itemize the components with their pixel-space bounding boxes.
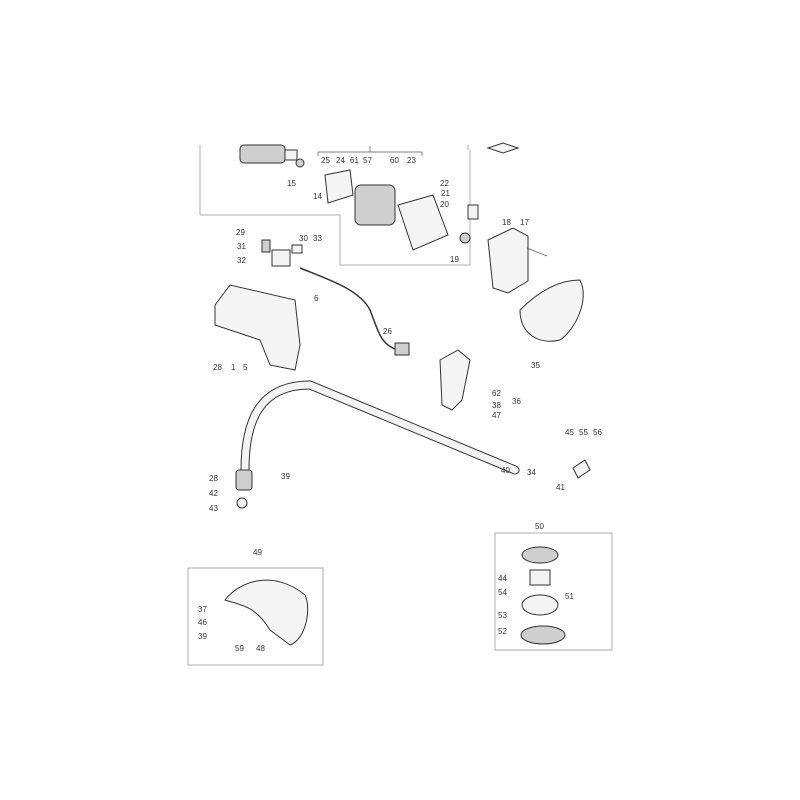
part-label-32: 32 — [237, 256, 246, 265]
part-label-55: 55 — [579, 428, 588, 437]
drive-shaft-fill — [241, 381, 519, 474]
stator-part — [354, 184, 396, 226]
part-label-60: 60 — [390, 156, 399, 165]
part-label-21: 21 — [441, 189, 450, 198]
armature-part — [239, 144, 305, 168]
part-label-20: 20 — [440, 200, 449, 209]
part-label-39: 39 — [281, 472, 290, 481]
part-label-17: 17 — [520, 218, 529, 227]
part-label-25: 25 — [321, 156, 330, 165]
part-label-28: 28 — [209, 474, 218, 483]
part-label-57: 57 — [363, 156, 372, 165]
part-label-29: 29 — [236, 228, 245, 237]
part-label-6: 6 — [314, 294, 319, 303]
part-label-14: 14 — [313, 192, 322, 201]
part-label-36: 36 — [512, 397, 521, 406]
clamp-part — [572, 459, 591, 479]
motor-cover-part — [487, 227, 529, 294]
part-label-51: 51 — [565, 592, 574, 601]
part-label-46: 46 — [198, 618, 207, 627]
part-label-41: 41 — [556, 483, 565, 492]
part-label-62: 62 — [492, 389, 501, 398]
end-shield-part — [324, 169, 354, 204]
part-label-54: 54 — [498, 588, 507, 597]
part-label-26: 26 — [383, 327, 392, 336]
part-label-30: 30 — [299, 234, 308, 243]
part-label-45: 45 — [565, 428, 574, 437]
part-label-61: 61 — [350, 156, 359, 165]
part-label-40: 40 — [501, 466, 510, 475]
part-label-48: 48 — [256, 644, 265, 653]
handle-housing-part — [214, 284, 301, 371]
auxiliary-handle-part — [439, 349, 471, 411]
guard-group-box — [187, 567, 324, 666]
part-label-43: 43 — [209, 504, 218, 513]
nut-part — [236, 497, 248, 509]
motor-bracket — [317, 146, 423, 156]
part-label-49: 49 — [253, 548, 262, 557]
part-label-59: 59 — [235, 644, 244, 653]
part-label-38: 38 — [492, 401, 501, 410]
corner-part — [486, 142, 520, 154]
spool-group-box — [494, 532, 613, 651]
part-label-33: 33 — [313, 234, 322, 243]
screw-part — [526, 247, 548, 257]
brush-holder-part — [467, 204, 479, 220]
part-label-1: 1 — [231, 363, 236, 372]
part-label-53: 53 — [498, 611, 507, 620]
part-label-56: 56 — [593, 428, 602, 437]
part-label-15: 15 — [287, 179, 296, 188]
motor-housing-part — [397, 194, 449, 251]
part-label-31: 31 — [237, 242, 246, 251]
part-label-19: 19 — [450, 255, 459, 264]
guard-part — [224, 579, 309, 646]
part-label-22: 22 — [440, 179, 449, 188]
part-label-42: 42 — [209, 489, 218, 498]
shoulder-harness-part — [519, 279, 584, 342]
part-label-47: 47 — [492, 411, 501, 420]
gear-head-part — [235, 469, 253, 491]
part-label-52: 52 — [498, 627, 507, 636]
part-label-34: 34 — [527, 468, 536, 477]
plug-part — [394, 342, 410, 356]
part-label-23: 23 — [407, 156, 416, 165]
part-label-37: 37 — [198, 605, 207, 614]
part-label-18: 18 — [502, 218, 511, 227]
part-label-28: 28 — [213, 363, 222, 372]
motor-group-outline — [199, 145, 471, 266]
part-label-35: 35 — [531, 361, 540, 370]
part-label-5: 5 — [243, 363, 248, 372]
part-label-50: 50 — [535, 522, 544, 531]
spool-parts — [520, 546, 566, 645]
drive-shaft-tube — [240, 380, 520, 475]
part-label-44: 44 — [498, 574, 507, 583]
brush-part — [459, 232, 471, 244]
switch-part — [261, 239, 303, 267]
part-label-39: 39 — [198, 632, 207, 641]
part-label-24: 24 — [336, 156, 345, 165]
power-cord — [299, 267, 399, 351]
